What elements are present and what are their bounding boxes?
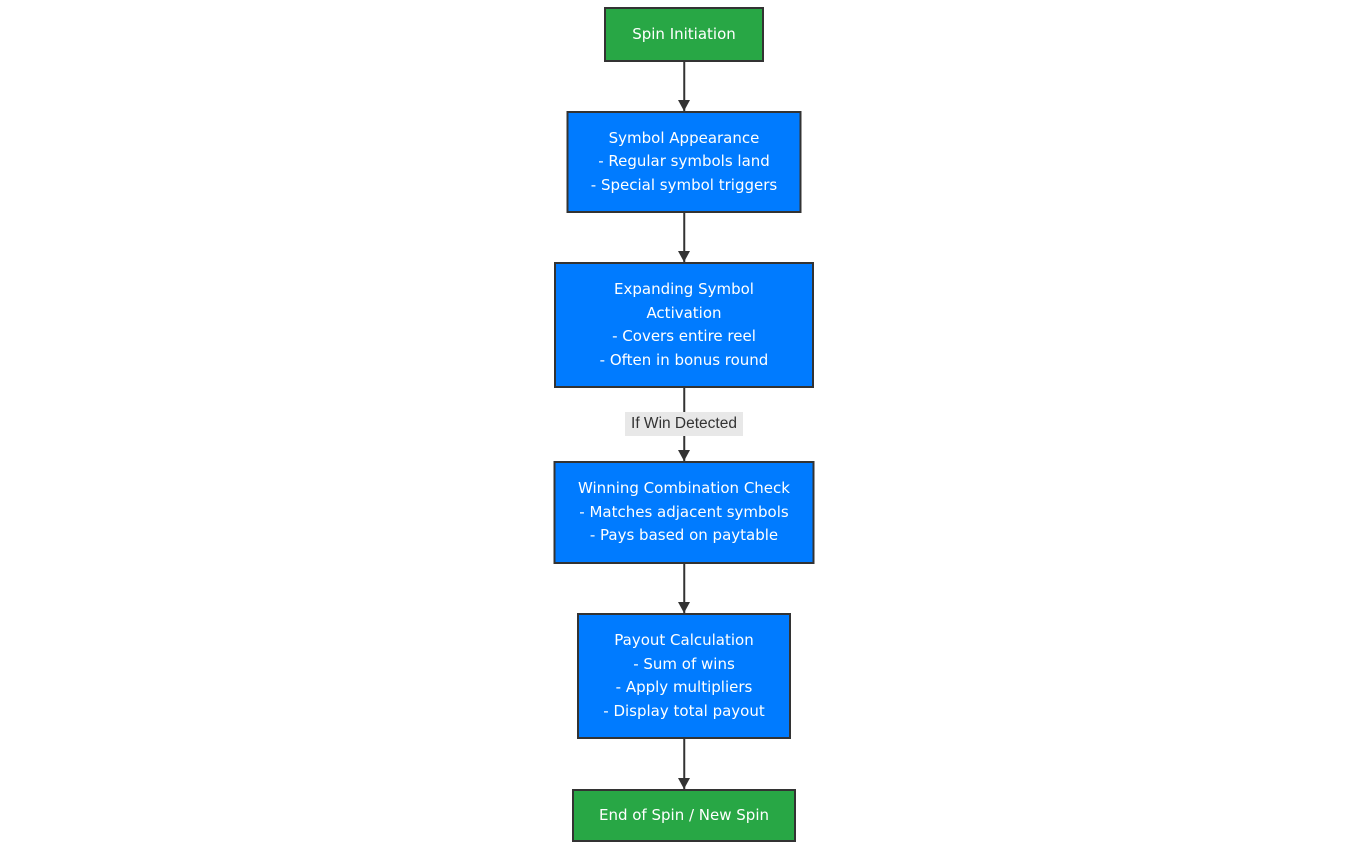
edge-spin-to-symbol — [677, 62, 691, 111]
connector-line — [683, 213, 685, 262]
node-label-line: Spin Initiation — [632, 24, 736, 43]
node-label-line: End of Spin / New Spin — [598, 805, 769, 824]
node-end-of-spin-new-spin: End of Spin / New Spin — [572, 789, 796, 842]
arrowhead-icon — [678, 778, 690, 789]
node-label-line: - Covers entire reel — [612, 327, 756, 345]
node-label-line: - Pays based on paytable — [589, 526, 779, 545]
node-label-line: - Apply multipliers — [615, 678, 753, 696]
arrowhead-icon — [678, 251, 690, 262]
node-label-line: - Matches adjacent symbols — [579, 502, 789, 521]
edge-payout-to-end — [677, 739, 691, 789]
edge-symbol-to-expanding — [677, 213, 691, 262]
node-label-line: - Often in bonus round — [599, 350, 769, 369]
node-payout-calculation: Payout Calculation - Sum of wins - Apply… — [577, 613, 791, 739]
arrowhead-icon — [678, 100, 690, 111]
node-winning-combination-check: Winning Combination Check - Matches adja… — [553, 461, 815, 564]
connector-line — [683, 739, 685, 789]
connector-line — [683, 62, 685, 111]
node-label-line: Activation — [646, 303, 722, 322]
arrowhead-icon — [678, 450, 690, 461]
node-label-line: Symbol Appearance — [608, 128, 760, 147]
node-label-line: Expanding Symbol — [614, 280, 754, 298]
edge-winning-to-payout — [677, 564, 691, 613]
node-label-line: - Display total payout — [603, 701, 765, 720]
node-label-line: - Special symbol triggers — [590, 175, 778, 194]
connector-line — [683, 564, 685, 613]
edge-label-if-win-detected: If Win Detected — [625, 412, 743, 436]
arrowhead-icon — [678, 602, 690, 613]
node-label-line: - Sum of wins — [633, 654, 735, 673]
node-label-line: Payout Calculation — [614, 631, 754, 649]
node-spin-initiation: Spin Initiation — [604, 7, 764, 62]
node-label-line: - Regular symbols land — [598, 152, 770, 171]
node-symbol-appearance: Symbol Appearance - Regular symbols land… — [566, 111, 802, 213]
node-label-line: Winning Combination Check — [578, 479, 790, 498]
node-expanding-symbol-activation: Expanding Symbol Activation - Covers ent… — [554, 262, 814, 388]
